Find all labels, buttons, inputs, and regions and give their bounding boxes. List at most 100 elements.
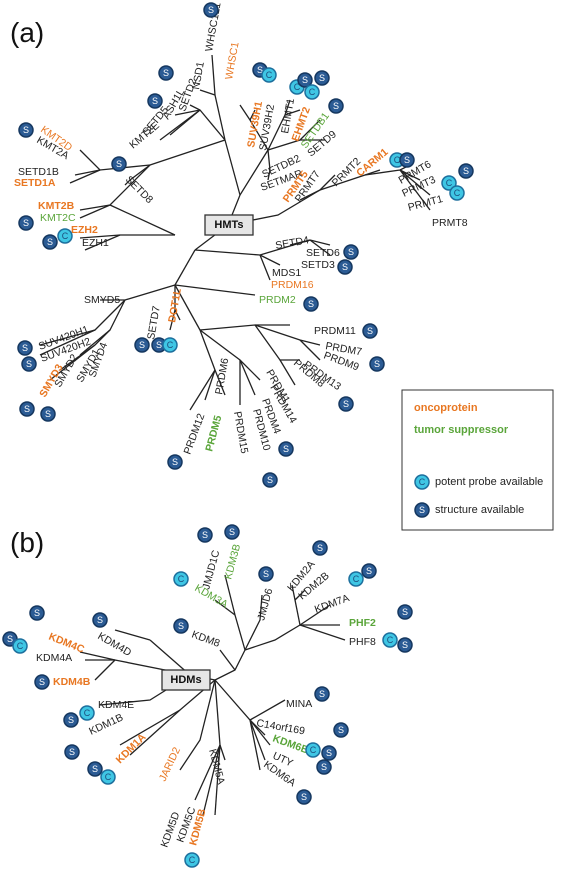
probe-icon: C — [449, 185, 465, 201]
gene-label: EZH1 — [82, 237, 109, 249]
svg-text:C: C — [17, 641, 24, 651]
structure-icon: S — [262, 472, 278, 488]
structure-icon: S — [21, 356, 37, 372]
gene-label: PHF2 — [349, 617, 376, 629]
svg-text:S: S — [47, 237, 53, 247]
svg-text:S: S — [34, 608, 40, 618]
svg-text:S: S — [69, 747, 75, 757]
svg-text:S: S — [23, 218, 29, 228]
gene-label: NSD1 — [190, 61, 207, 91]
gene-label: SETD7 — [145, 305, 163, 341]
structure-icon: S — [18, 215, 34, 231]
svg-text:S: S — [22, 343, 28, 353]
gene-label: JARID2 — [157, 745, 183, 783]
structure-icon: S — [314, 686, 330, 702]
gene-label: SETD1A — [14, 177, 56, 189]
legend-structure-text: structure available — [435, 504, 524, 516]
svg-text:C: C — [394, 155, 401, 165]
structure-icon: S — [18, 122, 34, 138]
svg-text:C: C — [294, 82, 301, 92]
probe-icon: C — [162, 337, 178, 353]
structure-icon: S — [278, 441, 294, 457]
svg-text:S: S — [308, 299, 314, 309]
svg-text:S: S — [139, 340, 145, 350]
svg-text:C: C — [387, 635, 394, 645]
gene-label: MDS1 — [272, 267, 301, 279]
gene-label: EZH2 — [71, 224, 98, 236]
gene-label: KMT2C — [40, 212, 76, 224]
svg-text:S: S — [404, 155, 410, 165]
structure-icon: S — [296, 789, 312, 805]
svg-text:S: S — [317, 543, 323, 553]
gene-label: KDM4E — [98, 699, 134, 711]
svg-text:S: S — [374, 359, 380, 369]
structure-icon: S — [19, 401, 35, 417]
gene-label: KMT2B — [38, 200, 75, 212]
gene-label: JMJD6 — [255, 587, 275, 622]
probe-icon: C — [173, 571, 189, 587]
legend-oncoprotein: oncoprotein — [414, 402, 478, 414]
structure-icon: S — [303, 296, 319, 312]
gene-label: KDM5A — [206, 748, 227, 786]
gene-label: MINA — [286, 698, 312, 710]
structure-icon: S — [167, 454, 183, 470]
svg-text:S: S — [348, 247, 354, 257]
hdm-hub-label: HDMs — [170, 674, 201, 686]
svg-text:S: S — [319, 73, 325, 83]
structure-icon: S — [92, 612, 108, 628]
structure-icon: S — [158, 65, 174, 81]
structure-icon: S — [173, 618, 189, 634]
structure-icon: S — [316, 759, 332, 775]
gene-label: KDM8 — [190, 629, 222, 650]
svg-text:C: C — [189, 855, 196, 865]
hdm-hub-box — [161, 669, 211, 691]
probe-icon: C — [305, 742, 321, 758]
gene-label: SETD4 — [274, 234, 310, 252]
gene-label: SMYD5 — [84, 294, 120, 306]
svg-text:C: C — [309, 87, 316, 97]
svg-text:S: S — [283, 444, 289, 454]
gene-label: KDM4D — [96, 630, 134, 659]
legend-tumor-suppressor: tumor suppressor — [414, 424, 509, 436]
structure-icon: S — [312, 540, 328, 556]
structure-icon: S — [458, 163, 474, 179]
svg-text:S: S — [172, 457, 178, 467]
svg-text:C: C — [62, 231, 69, 241]
probe-icon: C — [441, 175, 457, 191]
hmt-hub-label: HMTs — [214, 219, 243, 231]
probe-icon: C — [261, 67, 277, 83]
probe-icon: C — [382, 632, 398, 648]
svg-text:S: S — [267, 475, 273, 485]
structure-icon: S — [42, 234, 58, 250]
svg-text:C: C — [167, 340, 174, 350]
gene-label: DOT1L — [166, 287, 184, 324]
legend: oncoprotein tumor suppressor C potent pr… — [401, 389, 554, 531]
svg-text:S: S — [319, 689, 325, 699]
svg-text:S: S — [92, 764, 98, 774]
svg-text:S: S — [7, 634, 13, 644]
gene-label: KDM1A — [114, 731, 149, 766]
structure-icon: S — [203, 2, 219, 18]
structure-icon: S — [333, 722, 349, 738]
gene-label: PRDM6 — [213, 357, 231, 395]
gene-label: KDM3B — [222, 543, 243, 581]
svg-text:S: S — [97, 615, 103, 625]
svg-text:S: S — [402, 607, 408, 617]
hmt-structure-icons: S S S S S S S C S C C S S C S C S C S C … — [17, 2, 474, 488]
svg-text:C: C — [353, 574, 360, 584]
structure-icon: S — [111, 156, 127, 172]
gene-label: SETD8 — [123, 174, 156, 207]
svg-text:S: S — [342, 262, 348, 272]
gene-label: KDM7A — [313, 592, 351, 616]
svg-text:S: S — [26, 359, 32, 369]
probe-icon: C — [100, 769, 116, 785]
structure-icon: S — [34, 674, 50, 690]
svg-text:S: S — [116, 159, 122, 169]
structure-icon: S — [337, 259, 353, 275]
svg-text:S: S — [163, 68, 169, 78]
structure-icon: S — [63, 712, 79, 728]
panel-label-b: (b) — [10, 527, 44, 558]
gene-label: KDM4B — [53, 676, 91, 688]
svg-text:C: C — [446, 178, 453, 188]
